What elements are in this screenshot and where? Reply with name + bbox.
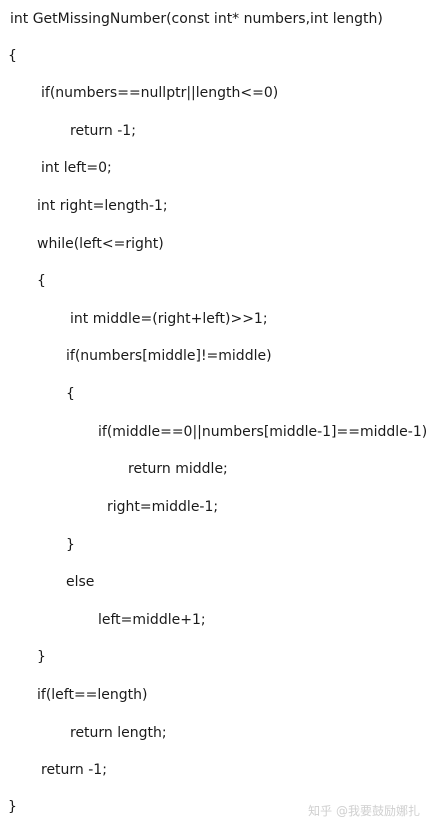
code-line-14: right=middle-1; [107,499,219,515]
code-line-21: return -1; [41,762,107,778]
code-line-5: int left=0; [41,160,112,176]
code-line-10: if(numbers[middle]!=middle) [66,348,272,364]
code-line-19: if(left==length) [37,687,148,703]
code-line-17: left=middle+1; [98,612,206,628]
watermark-text: 知乎 @我要鼓励娜扎 [308,804,420,818]
code-line-1: int GetMissingNumber(const int* numbers,… [10,11,383,27]
code-line-3: if(numbers==nullptr||length<=0) [41,85,279,101]
code-line-7: while(left<=right) [37,236,164,252]
code-line-6: int right=length-1; [37,198,168,214]
code-line-22: } [8,799,17,815]
code-line-4: return -1; [70,123,136,139]
code-line-9: int middle=(right+left)>>1; [70,311,268,327]
code-line-20: return length; [70,725,167,741]
code-line-16: else [66,574,95,590]
code-line-11: { [66,386,75,402]
code-line-12: if(middle==0||numbers[middle-1]==middle-… [98,424,428,440]
code-line-8: { [37,273,46,289]
code-line-13: return middle; [128,461,228,477]
code-line-2: { [8,48,17,64]
code-line-15: } [66,537,75,553]
code-line-18: } [37,649,46,665]
